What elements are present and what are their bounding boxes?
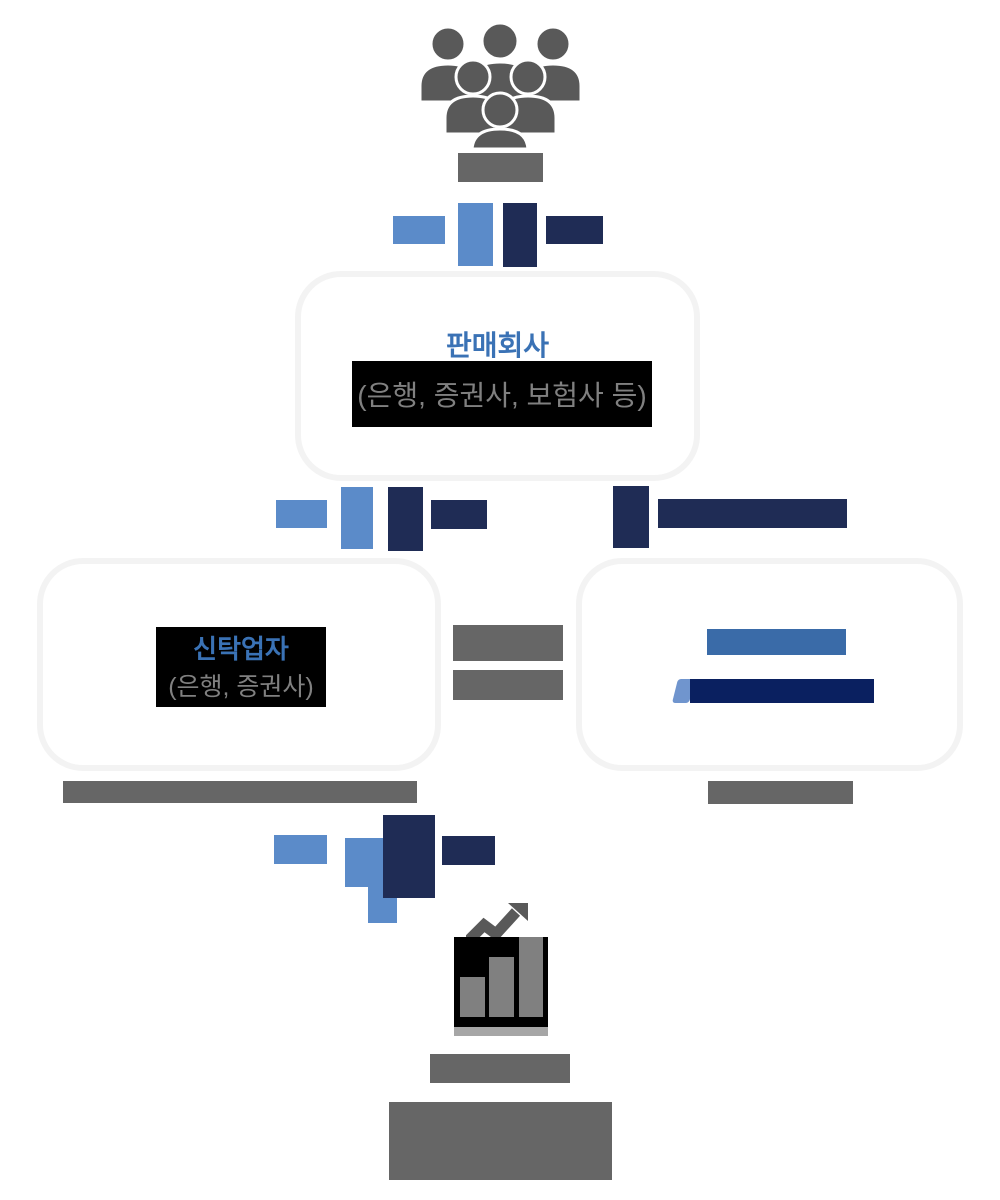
market-label-redacted (430, 1054, 570, 1083)
flow-label-redacted (442, 836, 495, 865)
down-arrow-shaft (613, 486, 649, 548)
down-arrow-shaft (458, 203, 493, 266)
chart-bar (519, 937, 543, 1017)
sales-company-title: 판매회사 (445, 330, 550, 361)
management-caption-redacted (708, 781, 853, 804)
management-title-redacted (707, 629, 846, 655)
flow-label-redacted (658, 499, 847, 528)
flow-label-redacted (276, 500, 327, 528)
management-subtitle-redacted (690, 679, 874, 703)
people-group-icon (418, 21, 583, 149)
link-label-redacted (453, 670, 563, 700)
chart-base (454, 1027, 548, 1036)
flow-label-redacted (546, 216, 603, 244)
down-arrow-shaft (341, 487, 373, 549)
flow-label-redacted (393, 216, 445, 244)
trustee-subtitle: (은행, 증권사) (168, 673, 314, 701)
up-arrow-shaft (388, 487, 423, 551)
chart-bar (489, 957, 514, 1017)
up-arrow-shaft (383, 815, 435, 898)
trustee-caption-redacted (63, 781, 417, 803)
trustee-title: 신탁업자 (193, 634, 289, 664)
sales-company-subtitle: (은행, 증권사, 보험사 등) (357, 380, 647, 411)
trend-arrow-icon (466, 903, 528, 943)
flow-label-redacted (431, 500, 487, 529)
link-label-redacted (453, 625, 563, 661)
investors-label-redacted (458, 153, 543, 182)
sales-company-subtitle-redaction: (은행, 증권사, 보험사 등) (352, 361, 652, 427)
flow-label-redacted (274, 835, 327, 864)
chart-bar (460, 977, 485, 1017)
management-company-box (576, 558, 963, 771)
trustee-text-redaction: 신탁업자 (은행, 증권사) (156, 627, 326, 707)
down-arrow-shaft (345, 838, 383, 887)
market-description-redacted (389, 1102, 612, 1180)
up-arrow-shaft (503, 203, 537, 267)
